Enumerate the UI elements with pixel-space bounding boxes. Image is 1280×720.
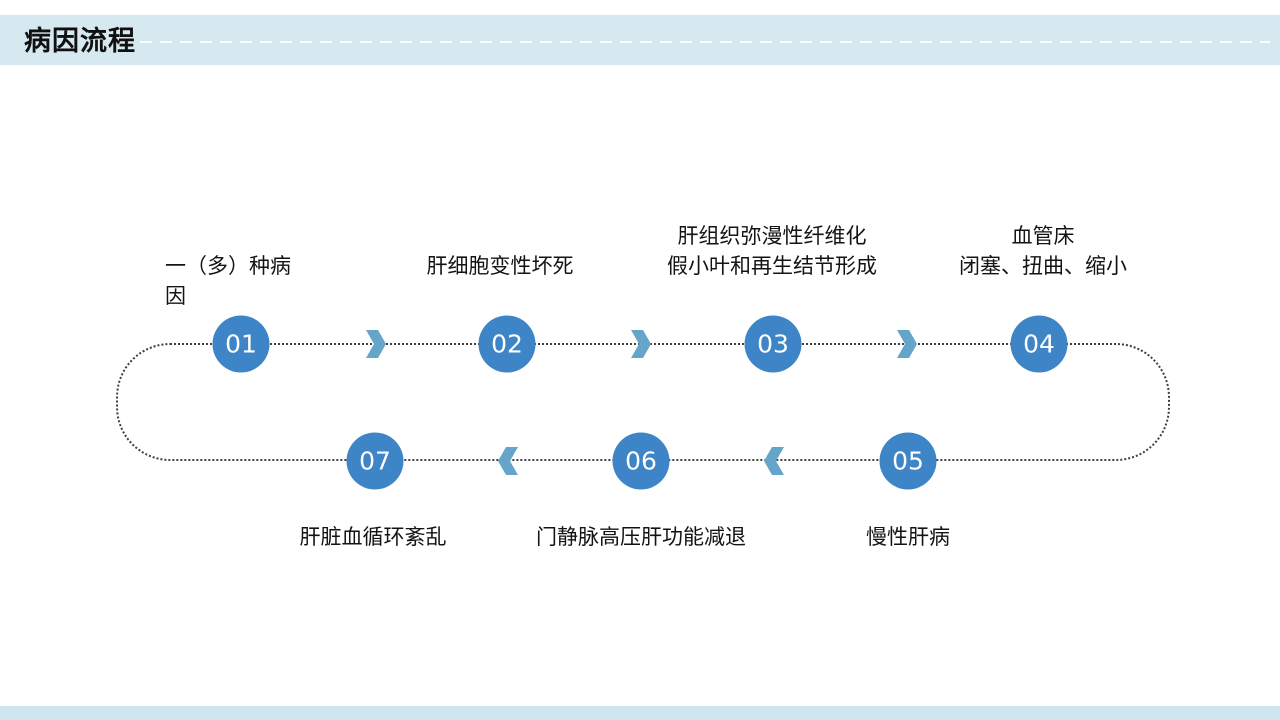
chevron-right-icon [631,330,651,358]
footer-bar [0,706,1280,720]
chevron-right-icon [897,330,917,358]
step-circle-05: 05 [879,432,937,490]
title-dashed-line [140,41,1270,43]
step-label-02: 肝细胞变性坏死 [426,255,574,278]
step-label-06: 门静脉高压肝功能减退 [536,526,746,549]
step-label-01: 一（多）种病 因 [165,255,291,308]
step-label-05: 慢性肝病 [866,526,950,549]
step-circle-01: 01 [212,315,270,373]
header-bar: 病因流程 [0,15,1280,65]
chevron-right-icon [366,330,386,358]
step-circle-02: 02 [478,315,536,373]
step-circle-06: 06 [612,432,670,490]
chevron-left-icon [764,447,784,475]
step-label-07: 肝脏血循环紊乱 [299,526,447,549]
chevron-left-icon [498,447,518,475]
step-circle-07: 07 [346,432,404,490]
step-circle-04: 04 [1010,315,1068,373]
step-label-04: 血管床 闭塞、扭曲、缩小 [959,225,1127,278]
page-title: 病因流程 [24,26,136,56]
step-label-03: 肝组织弥漫性纤维化 假小叶和再生结节形成 [667,225,877,278]
step-circle-03: 03 [744,315,802,373]
